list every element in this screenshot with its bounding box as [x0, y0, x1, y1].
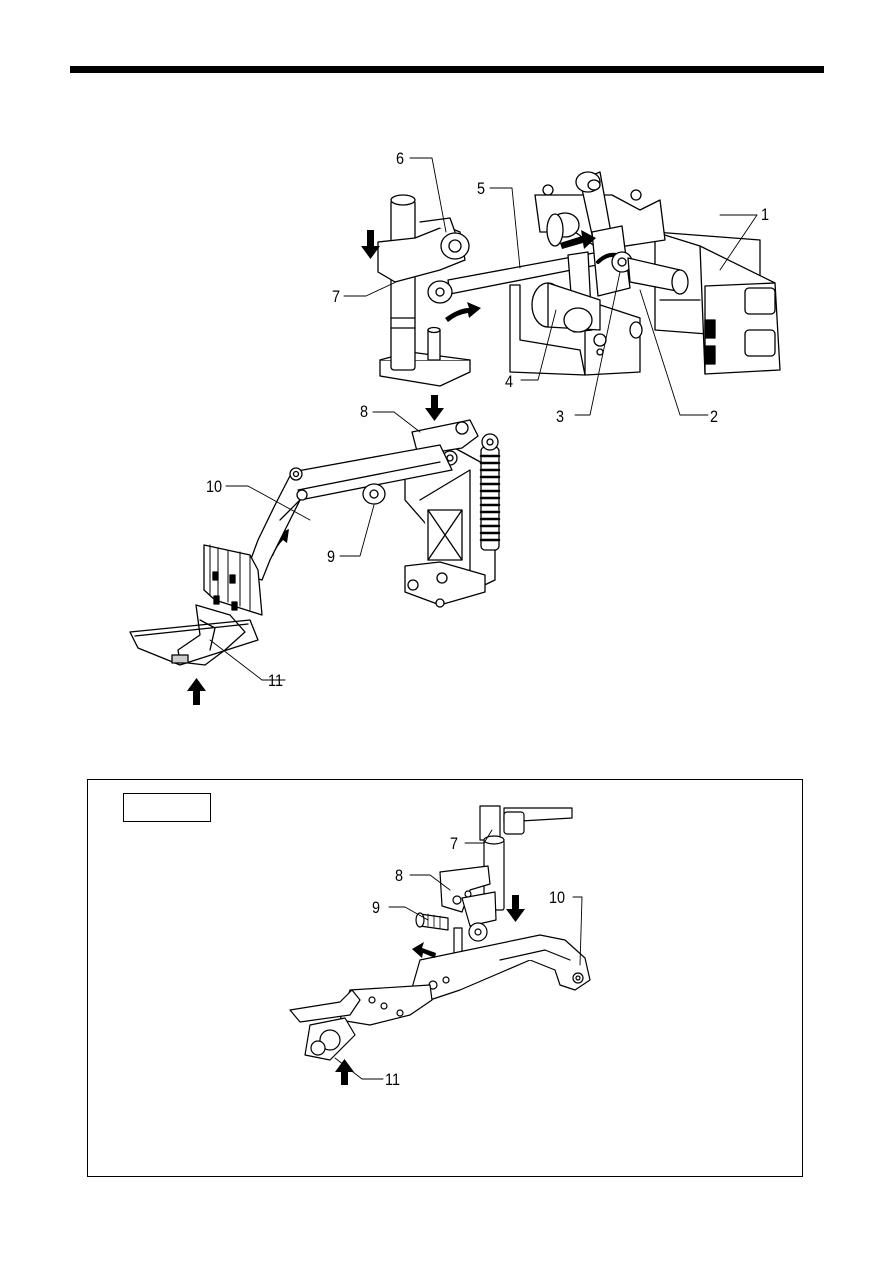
callout-4: 4 — [505, 373, 513, 390]
callout-7: 7 — [450, 835, 458, 852]
callout-11: 11 — [268, 672, 283, 689]
callout-7: 7 — [332, 288, 340, 305]
callout-1: 1 — [761, 206, 769, 223]
callout-3: 3 — [556, 408, 564, 425]
callout-2: 2 — [710, 408, 718, 425]
callout-10: 10 — [549, 889, 565, 906]
callout-9: 9 — [327, 548, 335, 565]
callout-6: 6 — [396, 150, 404, 167]
callout-5: 5 — [477, 180, 485, 197]
presser-arm — [130, 420, 499, 665]
motor-part — [655, 232, 780, 374]
callout-8: 8 — [395, 867, 403, 884]
callout-9: 9 — [372, 899, 380, 916]
figure-frame — [87, 779, 803, 1177]
callout-10: 10 — [206, 478, 222, 495]
callout-11: 11 — [385, 1071, 400, 1088]
callout-8: 8 — [360, 403, 368, 420]
model-tag-box — [123, 793, 211, 822]
mechanism-illustration-top — [0, 0, 893, 760]
